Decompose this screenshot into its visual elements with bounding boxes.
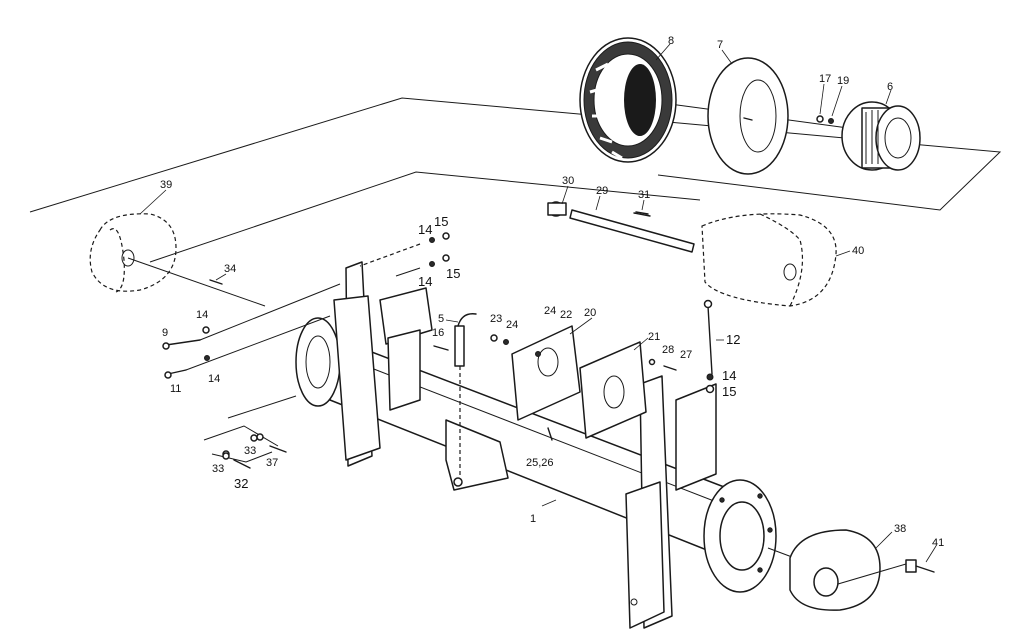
callout-34: 34 [224,263,236,275]
callout-24b: 24 [544,305,556,317]
washer-14-right [706,373,714,381]
main-frame [295,261,777,629]
callout-33b: 33 [212,463,224,475]
washer-14-left-b [204,355,210,361]
guide-bolt-set-lower [211,451,273,463]
guide-bolt-set [203,425,279,447]
guide-top-1 [359,243,421,267]
bolt-9-axis [199,283,341,341]
washer-24 [503,339,509,345]
callout-40: 40 [852,245,864,257]
guide-outline-upper [29,97,1002,213]
bolt-9 [162,339,201,350]
callout-39: 39 [160,179,172,191]
callout-20: 20 [584,307,596,319]
washer-33b [222,452,230,460]
callout-24a: 24 [506,319,518,331]
callout-14-top: 14 [418,222,432,237]
screw-27 [663,365,677,371]
callout-15-mid: 15 [446,266,460,281]
callout-14-mid: 14 [418,274,432,289]
callout-21: 21 [648,331,660,343]
callout-31: 31 [638,189,650,201]
callout-29: 29 [596,185,608,197]
washer-14-top [429,237,435,243]
callout-1: 1 [530,513,536,525]
counterweight-left [89,213,177,293]
pin-25-26 [547,427,553,441]
callout-14-right: 14 [722,368,736,383]
washer-28 [648,358,656,366]
washer-19 [828,118,834,124]
callout-8: 8 [668,35,674,47]
shaft [547,201,695,253]
washer-17 [816,115,824,123]
callout-11: 11 [170,383,181,395]
callout-33a: 33 [244,445,256,457]
callout-9: 9 [162,327,168,339]
washer-23 [490,334,498,342]
counterweight-right [701,213,837,307]
callout-25-26: 25,26 [526,457,554,469]
callout-41: 41 [932,537,944,549]
callout-30: 30 [562,175,574,187]
washer-14-left-a [202,326,210,334]
bolt-12 [703,299,713,375]
callout-38: 38 [894,523,906,535]
callout-16: 16 [432,327,444,339]
washer-33a [250,434,258,442]
pin-34 [209,279,223,285]
counterweight-bottom [789,529,881,611]
guide-top-2 [395,267,421,277]
callout-17: 17 [819,73,831,85]
counterweight-axis-left [127,257,266,307]
callout-15-right: 15 [722,384,736,399]
bolt-37 [256,433,287,453]
callout-28: 28 [662,344,674,356]
washer-15-top [442,232,450,240]
callout-6: 6 [887,81,893,93]
bolt-11 [164,369,187,379]
callout-37: 37 [266,457,278,469]
callout-27: 27 [680,349,692,361]
washer-14-mid [429,261,435,267]
tyre [579,37,677,163]
pin-16 [433,345,449,351]
leader-lines [139,43,937,563]
washer-15-mid [442,254,450,262]
washer-24-b [535,351,541,357]
guide-outline-lower [149,171,701,263]
bolt-11-axis [185,315,331,371]
pin-31 [633,212,651,217]
callout-5: 5 [438,313,444,325]
callout-14-left-a: 14 [196,309,208,321]
inner-tube [707,57,789,175]
callout-22: 22 [560,309,572,321]
guide-left-lower [227,395,297,419]
guide-bolt-41 [837,563,907,585]
washer-15-right [705,384,715,394]
bolt-41 [905,559,935,573]
wheel-rim [841,101,921,171]
callout-14-left-b: 14 [208,373,220,385]
callout-7: 7 [717,39,723,51]
callout-12: 12 [726,332,740,347]
callout-23: 23 [490,313,502,325]
callout-32: 32 [234,476,248,491]
callout-19: 19 [837,75,849,87]
callout-15-top: 15 [434,214,448,229]
